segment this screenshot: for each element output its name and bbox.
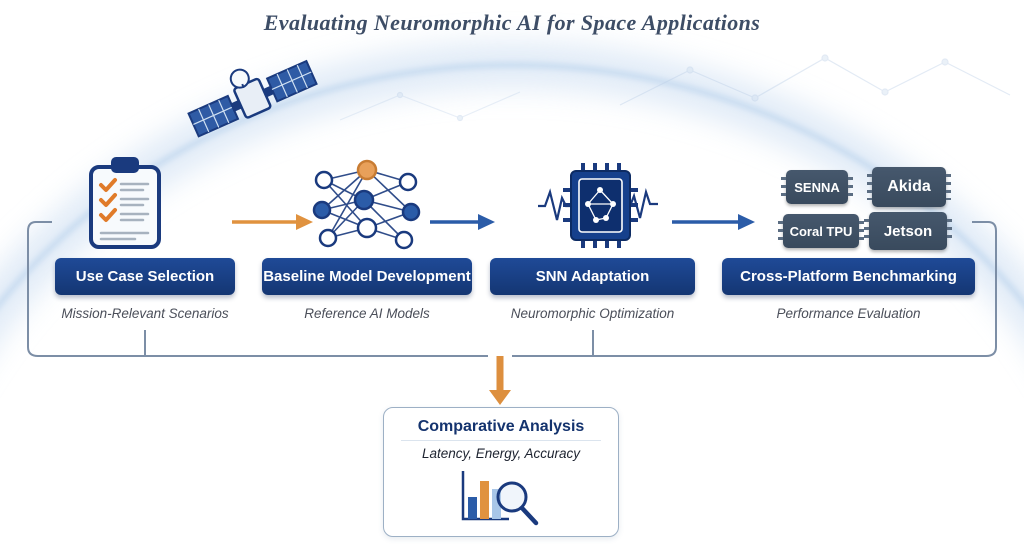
stage-bar-cross-platform-benchmarking: Cross-Platform Benchmarking (722, 258, 975, 295)
stage-label: Use Case Selection (75, 268, 215, 285)
neural-network-icon (312, 159, 421, 250)
neuromorphic-chip-icon (538, 163, 658, 248)
stage-subtitle-reference-ai-models: Reference AI Models (304, 306, 430, 321)
stage-bar-baseline-model-development: Baseline Model Development (262, 258, 472, 295)
stage-subtitle-performance-evaluation: Performance Evaluation (776, 306, 921, 321)
stage-arrow-2 (430, 214, 495, 230)
page-title: Evaluating Neuromorphic AI for Space App… (263, 10, 761, 35)
platform-chip-akida: Akida (867, 167, 951, 207)
stage-label: Baseline Model Development (263, 268, 471, 285)
analysis-title: Comparative Analysis (401, 418, 601, 441)
platform-label: SENNA (794, 179, 840, 195)
bar-chart-magnifier-icon (461, 471, 539, 526)
stage-label: Cross-Platform Benchmarking (740, 268, 957, 285)
platform-label: Jetson (883, 222, 933, 240)
stage-bar-use-case-selection: Use Case Selection (55, 258, 235, 295)
stage-arrow-3 (672, 214, 755, 230)
analysis-subtitle: Latency, Energy, Accuracy (421, 446, 581, 461)
analysis-down-arrow (489, 356, 511, 405)
clipboard-checklist-icon (89, 157, 161, 249)
platform-label: Akida (887, 178, 931, 195)
platform-chip-jetson: Jetson (864, 212, 952, 250)
platform-chip-senna: SENNA (781, 170, 853, 204)
platform-chip-coral-tpu: Coral TPU (778, 214, 864, 248)
stage-subtitle-mission-relevant-scenarios: Mission-Relevant Scenarios (61, 306, 229, 321)
stage-bar-snn-adaptation: SNN Adaptation (490, 258, 695, 295)
platform-label: Coral TPU (789, 223, 853, 239)
comparative-analysis-box: Comparative Analysis Latency, Energy, Ac… (383, 407, 619, 537)
network-pattern-decoration (339, 54, 1011, 122)
satellite-icon (187, 59, 318, 138)
stage-subtitle-neuromorphic-optimization: Neuromorphic Optimization (510, 306, 675, 321)
stage-arrow-1 (232, 214, 313, 230)
stage-label: SNN Adaptation (535, 268, 650, 285)
